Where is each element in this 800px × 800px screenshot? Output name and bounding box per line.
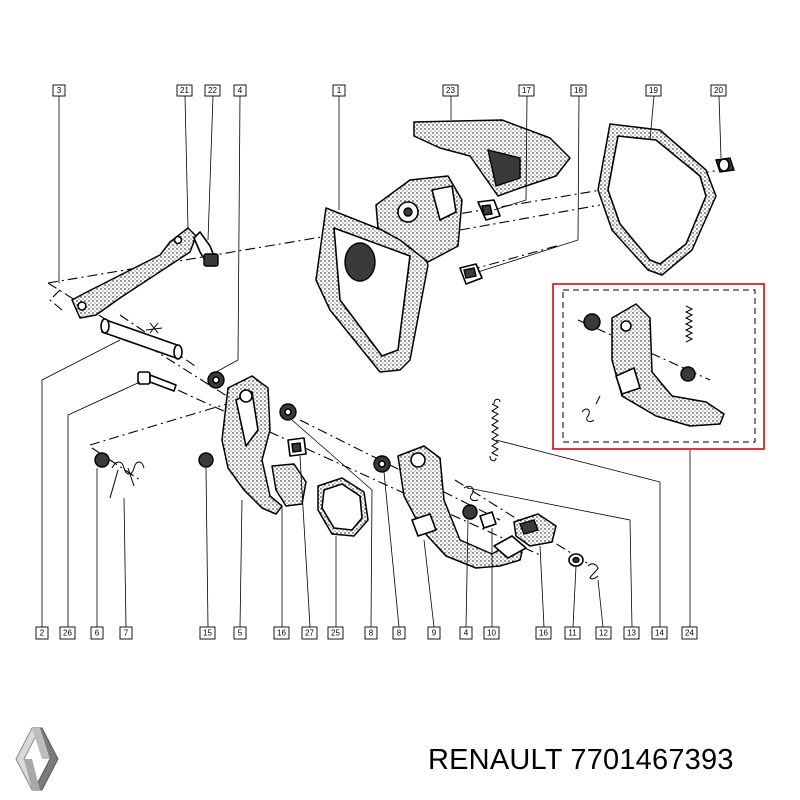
nut-part-8-upper [279,403,297,421]
callout-10: 10 [483,626,500,640]
callouts-bottom: 2 26 6 7 15 5 16 27 25 8 8 9 4 10 16 11 … [35,626,698,640]
clip-part-12 [587,563,599,580]
callout-9: 9 [427,626,441,640]
svg-text:24: 24 [685,629,694,638]
callout-27: 27 [301,626,318,640]
callout-19: 19 [645,84,662,97]
svg-text:8: 8 [369,629,374,638]
svg-text:14: 14 [655,629,664,638]
svg-text:11: 11 [568,629,577,638]
svg-text:12: 12 [599,629,608,638]
svg-text:10: 10 [487,629,496,638]
svg-text:16: 16 [277,629,286,638]
callout-12: 12 [595,626,612,640]
svg-text:2: 2 [40,629,45,638]
callout-15: 15 [199,626,216,640]
callout-4-bottom: 4 [459,626,473,640]
brand-name: RENAULT [428,744,563,776]
bolt-part [193,231,219,267]
callout-13: 13 [623,626,640,640]
svg-text:20: 20 [714,86,723,95]
clip-part-18 [459,263,483,285]
cover-plate-part [413,119,571,197]
gasket-part [597,123,717,276]
callout-8-a: 8 [364,626,378,640]
clip-part-27 [287,437,307,457]
callout-4-top: 4 [233,84,247,97]
washer-part-11 [568,553,584,567]
nut-part-15 [198,452,214,468]
callout-22: 22 [204,84,221,97]
callouts-top: 3 21 22 4 1 23 17 18 19 20 [52,84,727,97]
callout-2: 2 [35,626,49,640]
svg-text:27: 27 [305,629,314,638]
svg-text:25: 25 [331,629,340,638]
renault-logo [15,727,59,791]
pedal-box-part [315,175,463,373]
svg-text:23: 23 [446,86,455,95]
callout-24: 24 [681,626,698,640]
callout-6: 6 [90,626,104,640]
clip-part-13 [463,485,479,501]
pedal-pad-part [317,477,369,537]
svg-text:13: 13 [627,629,636,638]
clip-part-16-right [513,513,557,547]
callout-14: 14 [651,626,668,640]
leader-lines [41,95,722,628]
nut-part-4-center [462,504,497,529]
clip-part-17 [477,199,501,221]
callout-11: 11 [564,626,581,640]
svg-text:4: 4 [464,629,469,638]
return-spring-part-7 [109,461,145,499]
pivot-shaft-part [100,318,183,360]
nut-part-4-left [207,371,225,389]
nut-part-20 [715,157,735,173]
callout-20: 20 [710,84,727,97]
svg-text:22: 22 [208,86,217,95]
callout-21: 21 [176,84,193,97]
svg-text:3: 3 [57,86,62,95]
svg-text:21: 21 [180,86,189,95]
bracket-arm-part [71,227,197,319]
svg-text:16: 16 [539,629,548,638]
spring-part-14 [489,398,501,462]
svg-text:5: 5 [238,629,243,638]
svg-text:26: 26 [63,629,72,638]
callout-26: 26 [59,626,76,640]
arm-part-10 [493,535,527,559]
svg-text:19: 19 [649,86,658,95]
callout-17: 17 [518,84,535,97]
brand-part-label: RENAULT 7701467393 [428,744,734,777]
callout-16-left: 16 [273,626,290,640]
svg-text:15: 15 [203,629,212,638]
svg-text:17: 17 [522,86,531,95]
svg-text:18: 18 [574,86,583,95]
pin-bolt-part [137,371,177,392]
svg-text:8: 8 [397,629,402,638]
bushing-part-6 [94,452,110,468]
callout-16-right: 16 [535,626,552,640]
svg-text:4: 4 [238,86,243,95]
svg-text:9: 9 [432,629,437,638]
callout-18: 18 [570,84,587,97]
callout-8-b: 8 [392,626,406,640]
clip-part-16-left [271,463,307,507]
callout-5: 5 [233,626,247,640]
brake-pedal-part [397,445,523,569]
part-number: 7701467393 [570,744,734,776]
highlighted-assembly-24 [552,283,765,450]
nut-part-8-lower [373,455,391,473]
callout-1: 1 [332,84,346,97]
svg-text:6: 6 [95,629,100,638]
callout-23: 23 [442,84,459,97]
callout-7: 7 [119,626,133,640]
clutch-pedal-part [221,375,283,515]
callout-3: 3 [52,84,66,97]
callout-25: 25 [327,626,344,640]
svg-text:1: 1 [337,86,342,95]
svg-text:7: 7 [124,629,129,638]
